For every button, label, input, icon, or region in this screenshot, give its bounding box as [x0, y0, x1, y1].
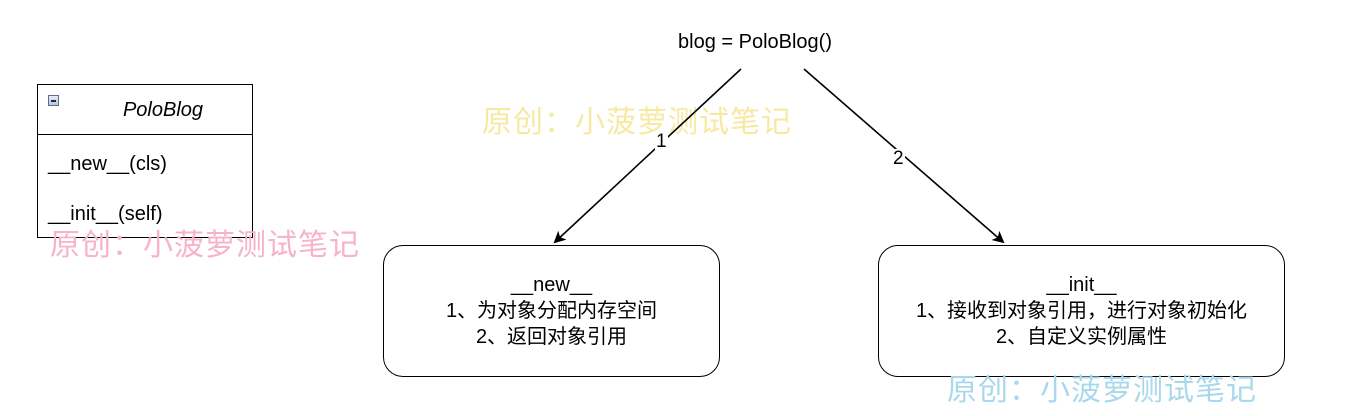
class-title: PoloBlog [122, 99, 204, 121]
node-new-line-2: 2、返回对象引用 [475, 326, 628, 348]
edge-label-2: 2 [892, 148, 905, 169]
node-new[interactable]: __new__ 1、为对象分配内存空间 2、返回对象引用 [383, 245, 720, 377]
watermark-blue: 原创：小菠萝测试笔记 [947, 373, 1257, 408]
watermark-yellow: 原创：小菠萝测试笔记 [482, 105, 792, 140]
edge-label-1: 1 [655, 131, 668, 152]
node-init-title: __init__ [1046, 274, 1117, 296]
method-new: __new__(cls) [48, 153, 167, 175]
class-header: PoloBlog [38, 85, 252, 135]
node-init-line-2: 2、自定义实例属性 [995, 326, 1168, 348]
node-init-line-1: 1、接收到对象引用，进行对象初始化 [915, 300, 1248, 322]
node-init[interactable]: __init__ 1、接收到对象引用，进行对象初始化 2、自定义实例属性 [878, 245, 1285, 377]
collapse-minus-icon[interactable] [48, 95, 59, 106]
code-label: blog = PoloBlog() [678, 31, 832, 53]
node-new-title: __new__ [510, 274, 593, 296]
method-init: __init__(self) [48, 203, 163, 225]
watermark-pink: 原创：小菠萝测试笔记 [50, 228, 360, 263]
class-box-polo-blog[interactable]: PoloBlog __new__(cls) __init__(self) [37, 84, 253, 238]
edge-1-line [553, 68, 742, 244]
node-new-line-1: 1、为对象分配内存空间 [445, 300, 658, 322]
